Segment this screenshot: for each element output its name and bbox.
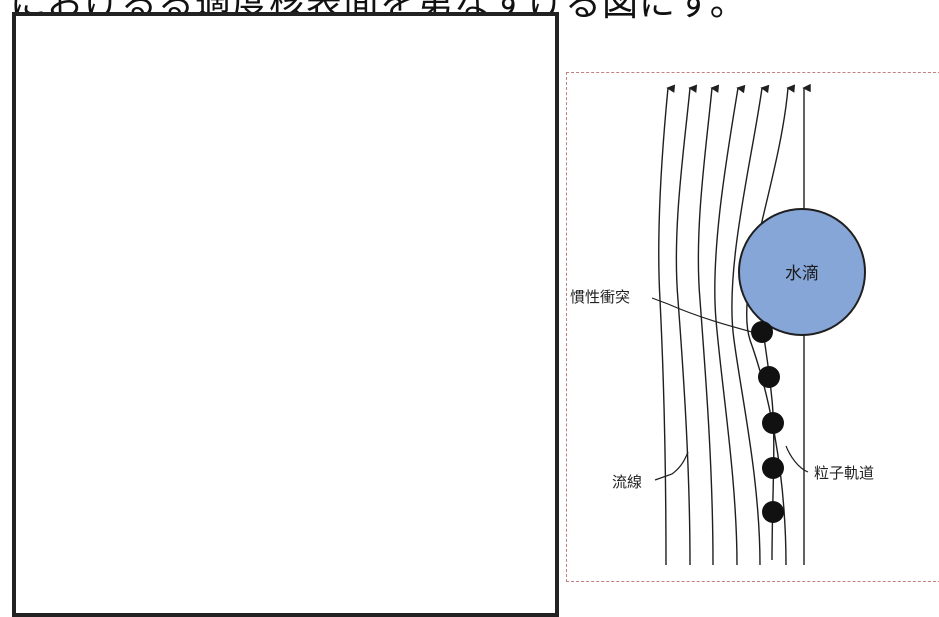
water-droplet xyxy=(738,208,866,336)
streamline-4 xyxy=(714,84,746,566)
particle xyxy=(751,321,773,343)
streamline-1 xyxy=(658,84,676,566)
inertial-impaction-label: 慣性衝突 xyxy=(570,288,630,306)
particle-trajectory xyxy=(762,329,775,561)
particle xyxy=(762,501,784,523)
streamline-2 xyxy=(675,84,698,566)
leader-particle-trajectory xyxy=(785,445,809,473)
streamline-6 xyxy=(746,84,796,566)
particles xyxy=(751,321,784,523)
streamline-5 xyxy=(731,84,770,566)
leader-inertial-impaction xyxy=(651,297,753,333)
particle xyxy=(758,366,780,388)
leader-lines xyxy=(651,297,809,481)
diagram-frame xyxy=(566,72,939,582)
particle-trajectory-label: 粒子軌道 xyxy=(814,464,874,482)
streamlines xyxy=(658,83,811,566)
leader-streamline xyxy=(654,451,689,481)
blank-panel xyxy=(12,12,559,617)
particle xyxy=(762,412,784,434)
particle xyxy=(762,457,784,479)
droplet-label: 水滴 xyxy=(785,264,819,284)
streamline-label: 流線 xyxy=(612,473,642,491)
streamline-3 xyxy=(697,84,720,566)
